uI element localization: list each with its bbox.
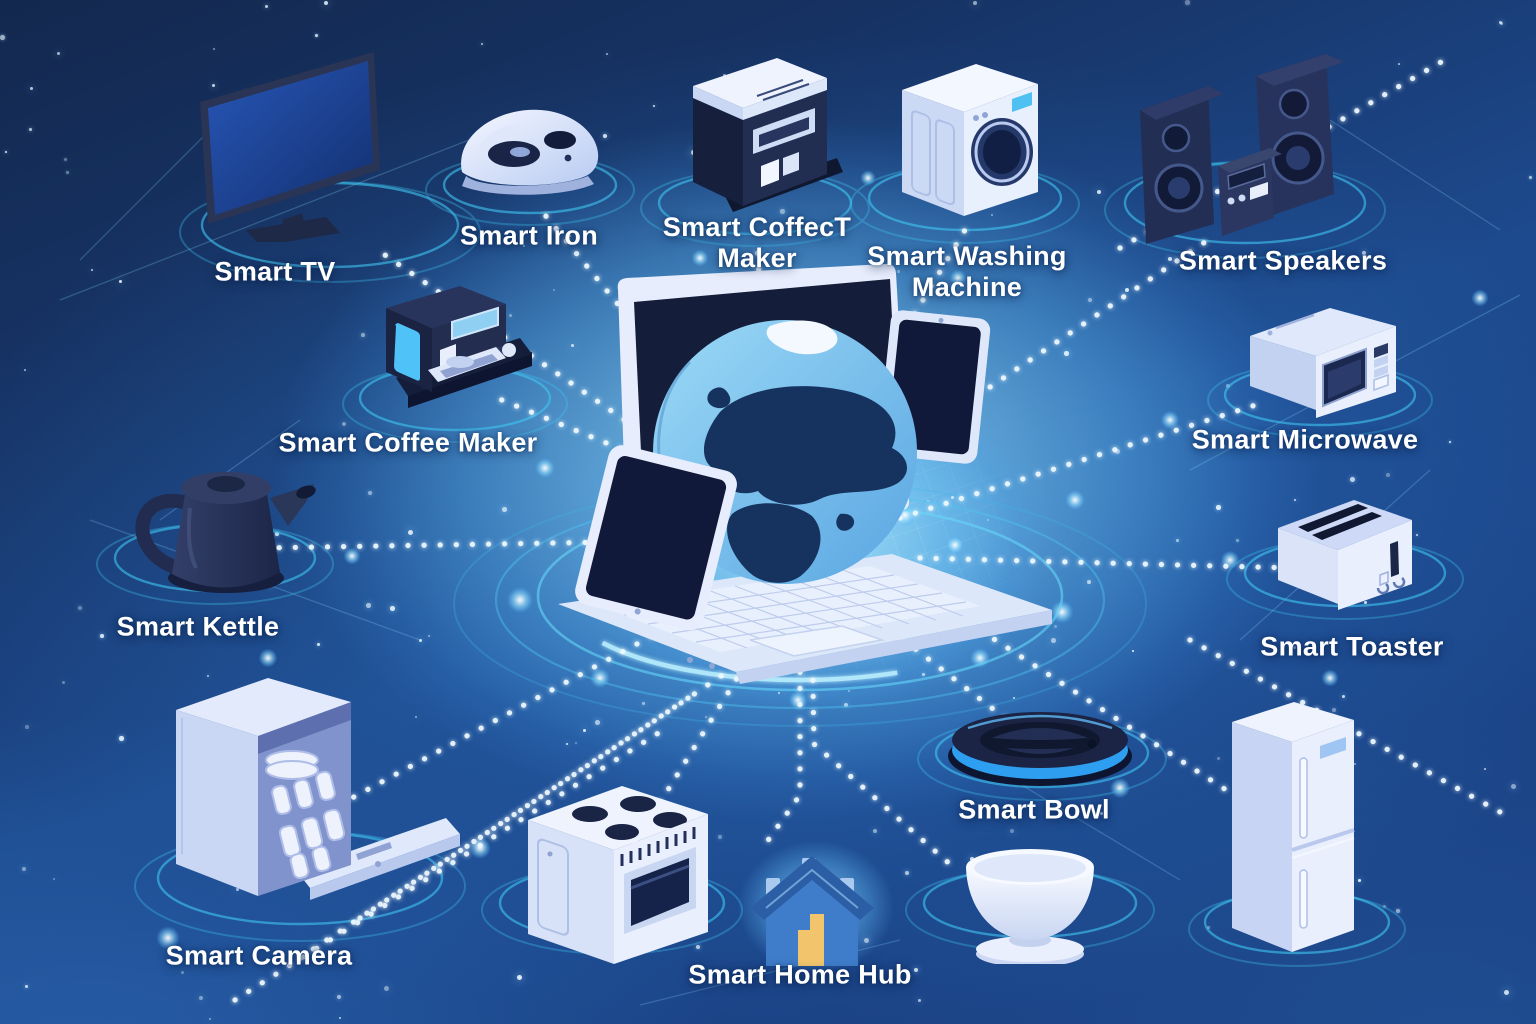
- dishwasher-icon: [176, 678, 460, 900]
- smart-bowl-label: Smart Bowl: [958, 794, 1110, 825]
- smart-toaster-device: [1260, 480, 1428, 612]
- smart-coffee-maker-device: [356, 270, 548, 438]
- serving-bowl-icon: [966, 849, 1094, 964]
- stereo-speakers-icon: [1140, 54, 1344, 244]
- smart-camera-device: [146, 658, 461, 938]
- smart-camera-label: Smart Camera: [165, 940, 353, 971]
- coffee-machine-icon: [693, 58, 843, 212]
- stove-oven-icon: [528, 786, 708, 964]
- smart-home-hub-label: Smart Home Hub: [688, 959, 912, 990]
- washing-machine-icon: [902, 64, 1038, 216]
- smart-toaster-label: Smart Toaster: [1260, 631, 1444, 662]
- espresso-machine-icon: [386, 286, 532, 408]
- iron-icon: [461, 109, 599, 195]
- smart-tv-label: Smart TV: [214, 256, 336, 287]
- smart-iron-label: Smart Iron: [459, 220, 599, 251]
- smart-microwave-device: [1236, 296, 1408, 424]
- smart-coffect-maker-device: [665, 46, 843, 234]
- smart-microwave-label: Smart Microwave: [1191, 424, 1419, 455]
- serving-bowl-device: [946, 836, 1114, 964]
- refrigerator-icon: [1232, 702, 1355, 952]
- smart-kettle-device: [120, 428, 316, 606]
- smart-washing-machine-device: [884, 52, 1052, 230]
- stove-oven-device: [510, 762, 718, 970]
- smart-speakers-device: [1128, 46, 1366, 248]
- toaster-icon: [1278, 500, 1412, 610]
- smart-washing-machine-label: Smart Washing Machine: [867, 241, 1067, 302]
- smart-coffee-maker-label: Smart Coffee Maker: [278, 427, 538, 458]
- smart-iron-device: [448, 96, 608, 208]
- smart-speakers-label: Smart Speakers: [1178, 245, 1388, 276]
- kettle-icon: [135, 472, 316, 593]
- smart-coffect-maker-label: Smart CoffecT Maker: [662, 212, 852, 273]
- refrigerator-device: [1216, 688, 1378, 970]
- microwave-icon: [1250, 308, 1396, 418]
- smart-kettle-label: Smart Kettle: [116, 611, 280, 642]
